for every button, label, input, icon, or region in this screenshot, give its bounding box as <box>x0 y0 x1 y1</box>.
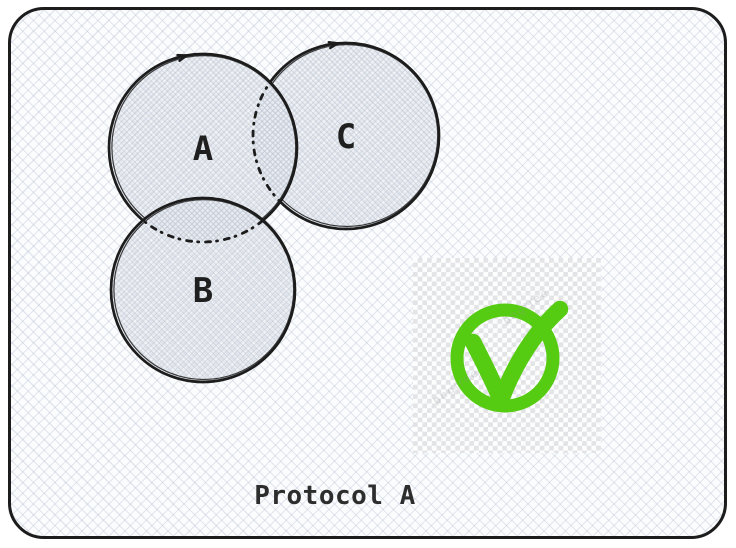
venn-circle-hatch-A <box>110 55 296 241</box>
venn-circle-B <box>109 196 297 384</box>
venn-circle-C <box>251 41 441 231</box>
venn-circle-hatch-C <box>254 44 438 228</box>
sketch-tick-C <box>327 40 340 50</box>
venn-label-C: C <box>336 117 356 157</box>
check-image-backdrop: pngtree pngtree <box>413 258 601 453</box>
diagram-caption: Protocol A <box>254 481 416 511</box>
venn-label-B: B <box>193 271 213 311</box>
venn-label-A: A <box>193 129 213 169</box>
sketch-tick-A <box>176 53 188 62</box>
check-circle-icon <box>450 300 569 413</box>
venn-circle-A <box>107 52 299 244</box>
venn-circle-hatch-B <box>112 199 294 381</box>
